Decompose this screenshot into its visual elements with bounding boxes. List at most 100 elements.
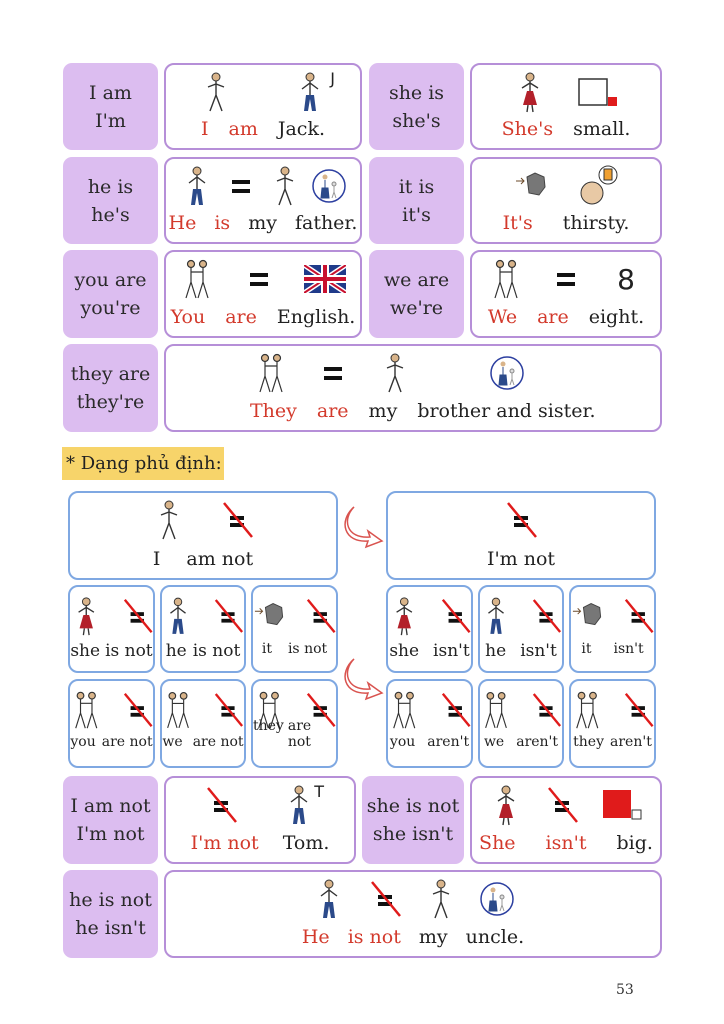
not-equal-icon [212,689,244,731]
label-short: I'm [95,109,126,132]
word: they [253,718,284,734]
uk-flag-icon [304,265,346,293]
it-icon [571,595,604,637]
word: aren't [516,734,559,750]
word: English. [276,306,356,328]
label-short: he's [91,203,130,226]
word: She's [501,118,554,140]
label-full: we are [383,269,450,291]
it-icon [253,595,286,637]
word: you [389,734,416,750]
word: thirsty. [562,212,630,234]
label-full: I am not [70,795,151,817]
label-full: you are [74,269,147,291]
not-equal-icon [304,595,337,637]
word: she [70,641,101,661]
label-short: you're [80,297,141,319]
word: isn't [545,832,587,854]
label-full: it is [398,175,435,198]
word: brother and sister. [417,400,596,422]
boy-jack-icon [293,71,327,113]
you-icon [388,689,421,731]
word: they [573,734,604,750]
word: my [418,926,448,948]
it-isnt-box: it isn't [569,585,656,673]
word: is not [105,641,153,661]
not-equal-icon [121,689,154,731]
page-number: 53 [616,982,634,998]
number-eight-icon: 8 [617,262,635,296]
word: aren't [610,734,652,750]
label-she-is: she is she's [369,63,464,150]
word: eight. [588,306,645,328]
word: small. [573,118,631,140]
label-short: I'm not [76,823,145,845]
word: are [537,306,569,328]
equals-icon [224,165,258,207]
word: are not [287,718,312,750]
word: He [301,926,330,948]
uncle-icon [480,878,514,920]
boy-icon [312,878,346,920]
person-me-icon [199,71,233,113]
not-equal-icon [545,784,579,826]
girl-icon [489,784,523,826]
boy-icon [162,595,194,637]
word: She [479,832,516,854]
small-square-icon [578,78,617,106]
word: We [487,306,518,328]
father-icon [312,165,346,207]
not-equal-icon [220,499,254,541]
curved-arrow-icon [340,503,388,551]
we-icon [480,689,512,731]
label-short: she isn't [372,823,454,845]
word: are not [192,734,244,750]
word: uncle. [465,926,525,948]
word: am not [186,548,254,570]
brother-and-sister-icon [490,352,524,394]
negative-section-heading: * Dạng phủ định: [62,447,224,480]
thirsty-icon [580,165,618,205]
sentence-she-isnt-big: She isn't big. [470,776,662,864]
word: is not [347,926,401,948]
word: are [316,400,349,422]
girl-icon [388,595,421,637]
we-arent-box: we aren't [478,679,564,768]
word: Tom. [282,832,330,854]
word: my [368,400,398,422]
not-equal-icon [530,689,562,731]
boy-icon [180,165,214,207]
word: am [228,118,258,140]
they-icon [254,352,288,394]
big-square-icon [603,790,642,820]
label-full: she is [388,81,445,104]
word: it [261,641,272,657]
word: father. [294,212,358,234]
word: I [200,118,209,140]
word: are not [101,734,153,750]
word: it [581,641,592,657]
word: is not [287,641,328,657]
label-full: they are [70,363,151,385]
word: isn't [613,641,644,657]
word: we [483,734,505,750]
it-is-not-box: it is not [251,585,338,673]
person-me-icon [152,499,186,541]
label-short: she's [392,109,441,132]
my-icon [378,352,412,394]
word: big. [616,832,653,854]
